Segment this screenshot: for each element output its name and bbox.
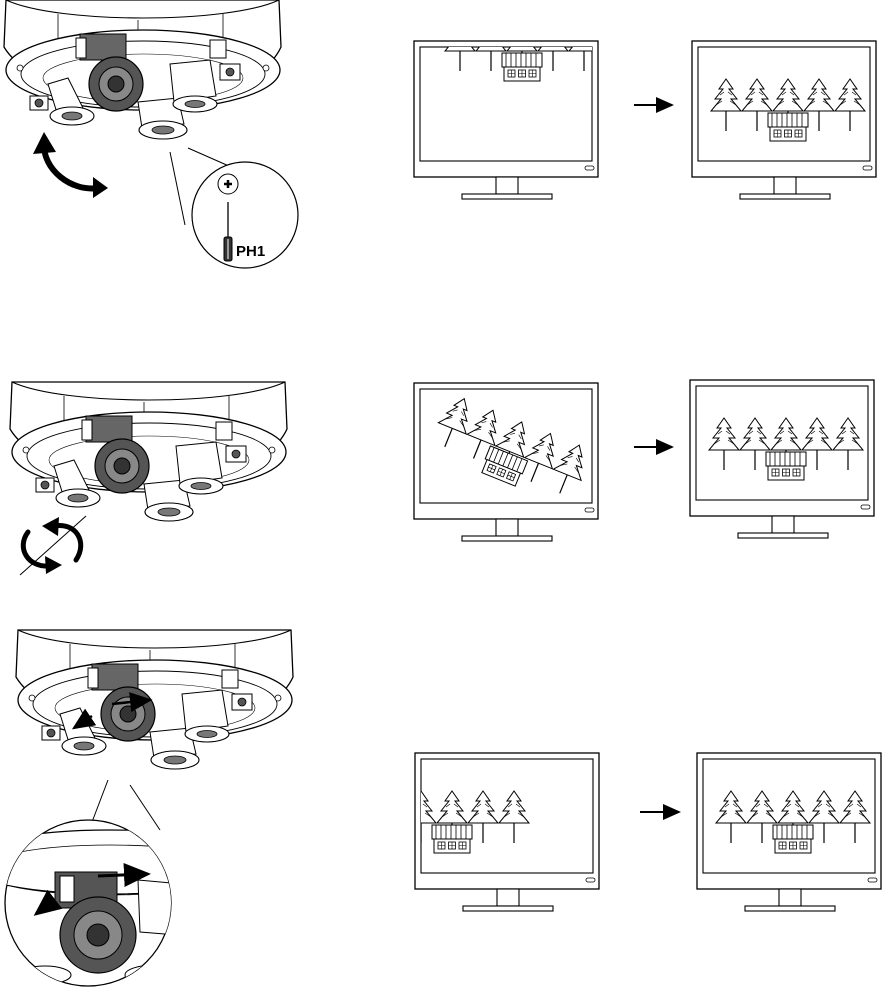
camera-illustration-pan — [3, 0, 282, 140]
curved-double-arrow-icon — [33, 132, 108, 198]
camera-illustration-tilt — [15, 629, 294, 770]
monitor-after-rotate — [689, 379, 875, 539]
monitor-before-tilt — [414, 752, 600, 912]
zoom-callout — [4, 779, 172, 987]
step-tilt — [4, 629, 882, 987]
screwdriver-icon — [223, 202, 233, 262]
monitor-before-pan — [413, 40, 599, 200]
monitor-before-rotate — [413, 382, 599, 542]
step-rotate — [9, 379, 875, 576]
tool-label: PH1 — [236, 243, 265, 260]
phillips-head-icon — [217, 173, 239, 195]
monitor-after-tilt — [696, 752, 882, 912]
circular-rotate-arrow-icon — [19, 515, 87, 576]
monitor-after-pan — [691, 40, 877, 200]
camera-illustration-rotate — [9, 381, 288, 522]
slide-arrows-icon — [71, 692, 153, 730]
step-pan: PH1 — [3, 0, 877, 269]
screwdriver-callout: PH1 — [169, 147, 299, 269]
